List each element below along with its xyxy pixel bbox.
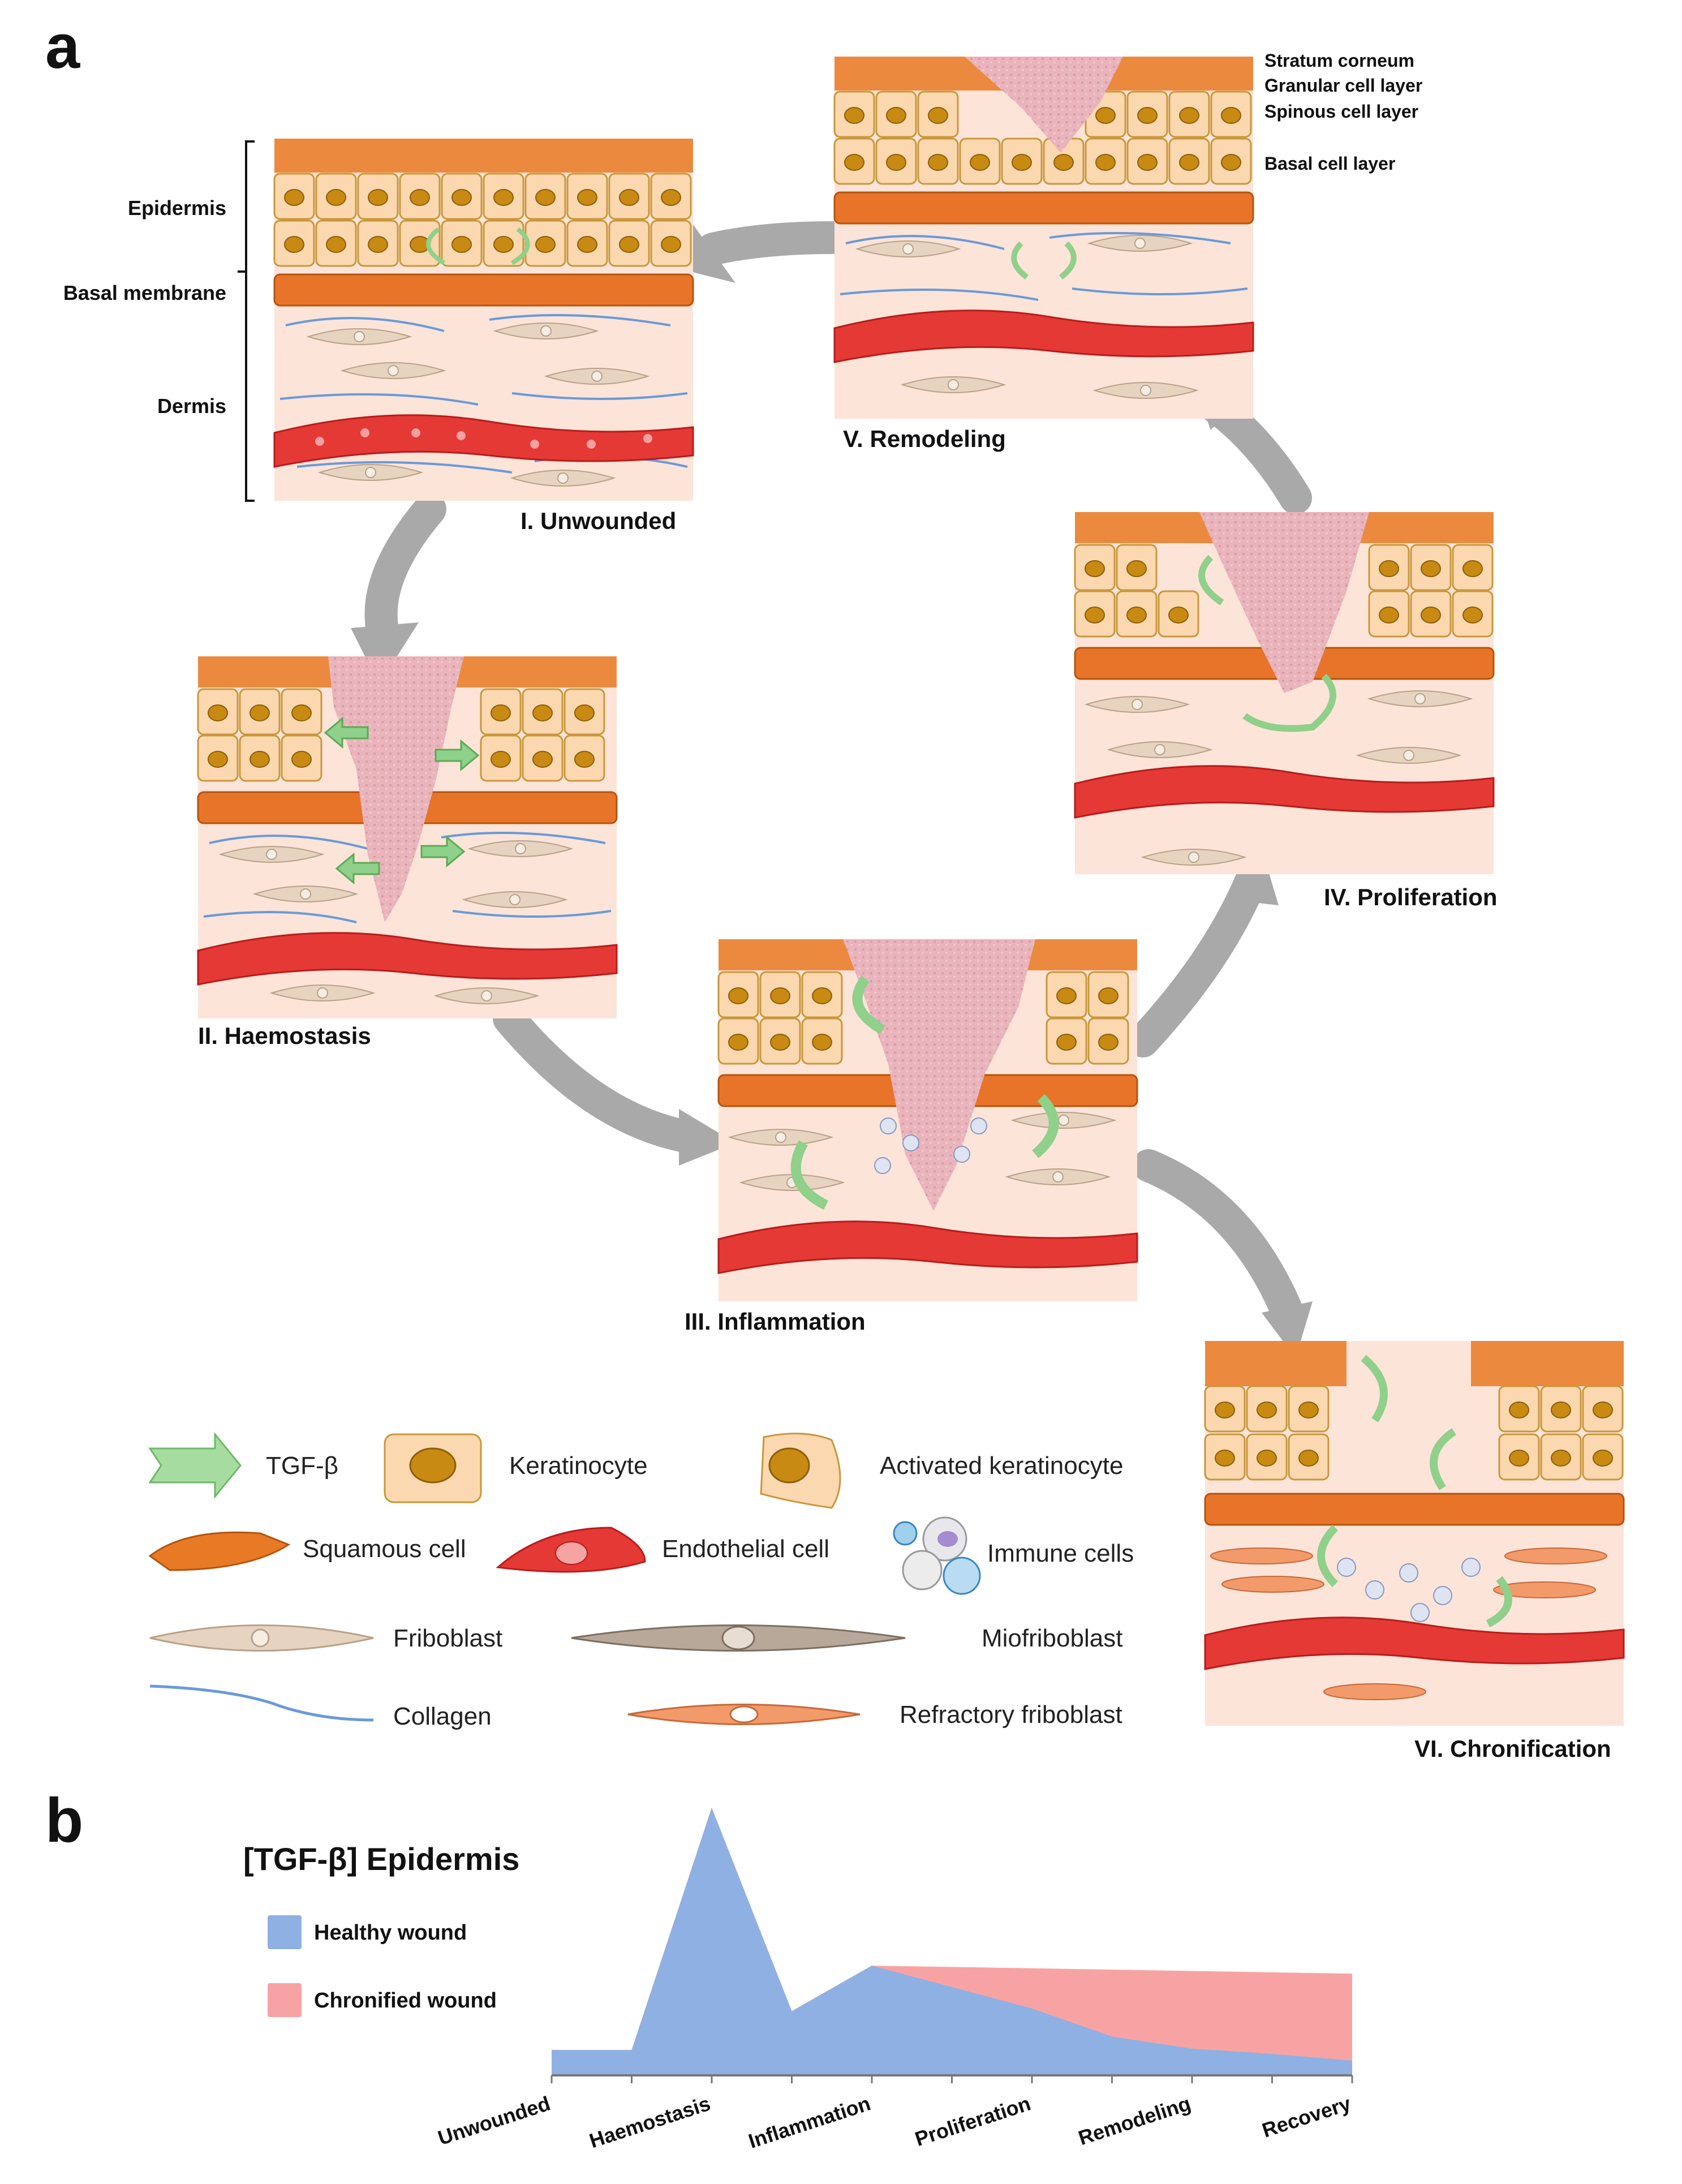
arrow-inflammation-to-chronification xyxy=(1132,1149,1306,1335)
legend-tgf: TGF-β xyxy=(148,1431,338,1499)
arrow-haemostasis-to-inflammation xyxy=(493,1002,707,1154)
tile-inflammation xyxy=(717,939,1138,1301)
panel-b-letter: b xyxy=(45,1786,83,1855)
legend: TGF-β Keratinocyte Activated keratinocyt… xyxy=(148,1431,1134,1730)
squamous-cell-icon xyxy=(148,1531,291,1571)
legend-label-chronified: Chronified wound xyxy=(314,1989,497,2013)
stage-label-remodeling: V. Remodeling xyxy=(843,425,1006,452)
x-tick-label: Remodeling xyxy=(1076,2092,1194,2150)
label-stratum-corneum: Stratum corneum xyxy=(1264,50,1414,71)
label-spinous-layer: Spinous cell layer xyxy=(1264,101,1418,122)
stage-label-proliferation: IV. Proliferation xyxy=(1324,884,1498,910)
basal-membrane xyxy=(273,273,694,307)
legend-collagen: Collagen xyxy=(149,1684,492,1730)
stage-label-unwounded: I. Unwounded xyxy=(520,508,676,534)
tgf-arrow-icon xyxy=(148,1431,242,1499)
legend-myofibroblast: Miofriboblast xyxy=(571,1624,1122,1652)
legend-activated-keratinocyte: Activated keratinocyte xyxy=(760,1433,1123,1509)
label-dermis: Dermis xyxy=(157,394,226,418)
legend-activated-keratinocyte-label: Activated keratinocyte xyxy=(880,1452,1123,1480)
legend-fibroblast: Friboblast xyxy=(149,1624,502,1652)
x-tick-label: Proliferation xyxy=(912,2092,1033,2151)
label-granular-layer: Granular cell layer xyxy=(1264,75,1422,96)
collagen-icon xyxy=(149,1684,374,1722)
legend-squamous: Squamous cell xyxy=(148,1531,466,1571)
chart-title: [TGF-β] Epidermis xyxy=(243,1841,519,1877)
legend-endothelial-label: Endothelial cell xyxy=(662,1535,829,1563)
stage-label-inflammation: III. Inflammation xyxy=(685,1308,866,1335)
legend-collagen-label: Collagen xyxy=(393,1703,492,1730)
arrow-unwounded-to-haemostasis xyxy=(364,493,446,656)
legend-fibroblast-label: Friboblast xyxy=(393,1624,502,1652)
arrow-remodeling-to-unwounded xyxy=(696,221,848,265)
legend-refractory: Refractory friboblast xyxy=(627,1701,1122,1729)
blood-clot xyxy=(328,656,464,922)
tgf-area-chart: Unwounded Haemostasis Inflammation Prolifer… xyxy=(435,1808,1354,2153)
x-tick-label: Unwounded xyxy=(435,2092,553,2150)
arrow-inflammation-to-proliferation xyxy=(1126,866,1267,1057)
legend-swatch-healthy xyxy=(268,1915,302,1949)
arrow-proliferation-to-remodeling xyxy=(1200,391,1312,514)
stage-label-chronification: VI. Chronification xyxy=(1414,1735,1611,1762)
legend-immune: Immune cells xyxy=(893,1516,1134,1595)
legend-tgf-label: TGF-β xyxy=(266,1452,338,1480)
legend-myofibroblast-label: Miofriboblast xyxy=(982,1624,1122,1652)
cycle-arrows xyxy=(364,221,1312,1335)
squamous-layer xyxy=(274,139,693,173)
legend-swatch-chronified xyxy=(268,1983,302,2017)
immune-cells-icon xyxy=(893,1516,981,1595)
tile-unwounded xyxy=(273,139,694,501)
blood-vessel xyxy=(273,414,694,468)
tile-proliferation xyxy=(1074,512,1495,874)
tile-remodeling xyxy=(833,57,1254,419)
legend-squamous-label: Squamous cell xyxy=(303,1535,466,1563)
tile-chronification xyxy=(1204,1341,1625,1726)
legend-keratinocyte: Keratinocyte xyxy=(384,1433,648,1503)
label-basal-membrane: Basal membrane xyxy=(63,281,226,304)
chart-legend: Healthy wound Chronified wound xyxy=(268,1915,497,2017)
legend-immune-label: Immune cells xyxy=(987,1540,1134,1567)
stage-label-haemostasis: II. Haemostasis xyxy=(198,1022,371,1049)
label-basal-layer: Basal cell layer xyxy=(1264,153,1395,174)
legend-refractory-label: Refractory friboblast xyxy=(900,1701,1122,1729)
label-epidermis: Epidermis xyxy=(128,196,226,220)
layer-bracket xyxy=(238,140,255,502)
panel-a-letter: a xyxy=(45,12,80,81)
legend-endothelial: Endothelial cell xyxy=(496,1527,829,1573)
x-tick-label: Recovery xyxy=(1259,2092,1354,2142)
tile-haemostasis xyxy=(197,656,618,1018)
legend-keratinocyte-label: Keratinocyte xyxy=(509,1452,648,1480)
x-tick-label: Inflammation xyxy=(746,2092,874,2153)
area-healthy-wound xyxy=(552,1808,1352,2075)
legend-label-healthy: Healthy wound xyxy=(314,1921,467,1945)
x-tick-label: Haemostasis xyxy=(587,2092,713,2153)
